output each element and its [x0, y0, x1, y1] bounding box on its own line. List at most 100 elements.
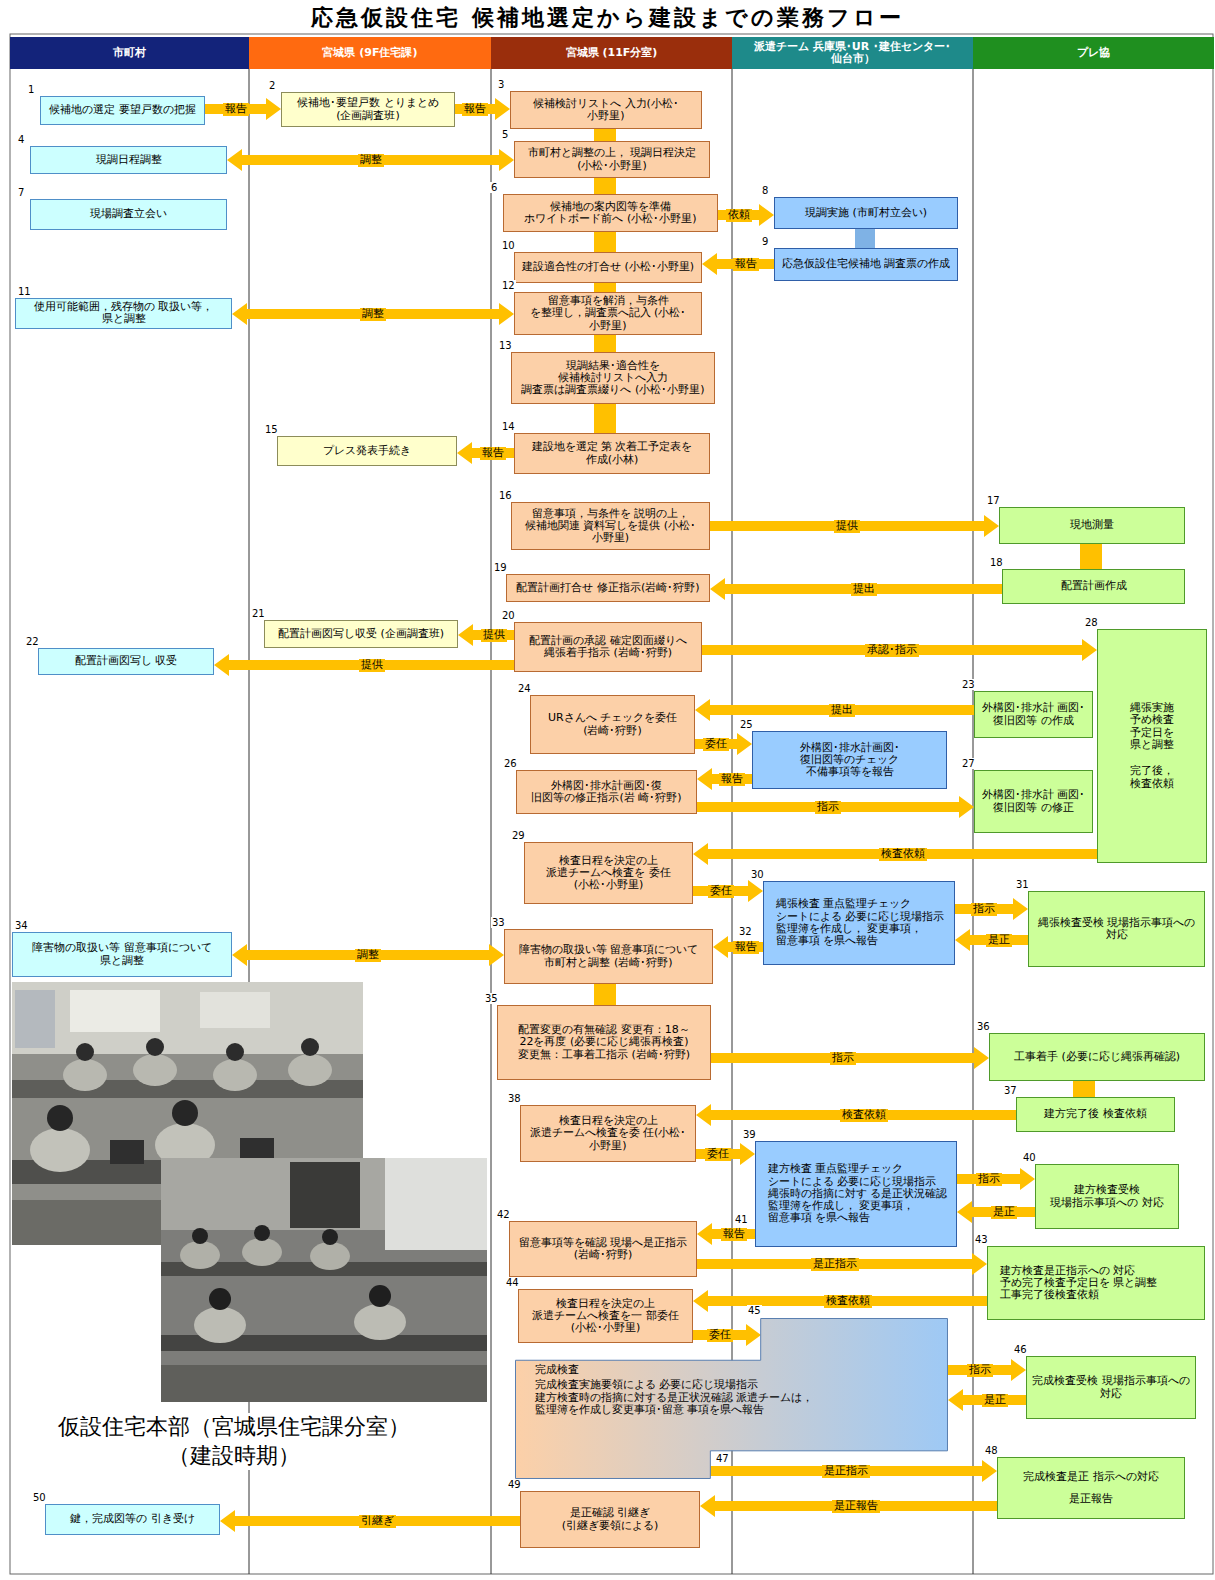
arrow-label: 提出 [851, 583, 877, 596]
flow-connector-bar [594, 232, 616, 252]
box-text: 障害物の取扱い等 留意事項について 市町村と調整 (岩崎･狩野) [510, 944, 707, 969]
text-holder: 完成検査完成検査実施要領による 必要に応じ現場指示 建方検査時の指摘に対する是正… [535, 1364, 878, 1416]
step-number: 12 [501, 280, 516, 291]
box-text: 縄張検査 重点監理チェック シートによる 必要に応じ現場指示 監理簿を作成し， … [776, 898, 949, 947]
arrow-label: 検査依頼 [879, 848, 927, 861]
box-text: 是正報告 [1069, 1493, 1113, 1505]
box-text: 完成検査実施要領による 必要に応じ現場指示 建方検査時の指摘に対する是正状況確認… [535, 1379, 878, 1416]
flow-arrow [458, 624, 514, 646]
photo-head [254, 1225, 270, 1241]
box-text: 現調日程調整 [96, 154, 162, 166]
flow-arrow [711, 1047, 989, 1069]
lane-divider [491, 37, 492, 1574]
page-frame [10, 34, 1213, 1574]
photo-person [213, 1059, 257, 1091]
photo-person [194, 1307, 246, 1343]
photo-head [301, 1038, 319, 1056]
photo-window [15, 990, 55, 1048]
process-box: 19配置計画打合せ 修正指示(岩崎･狩野) [506, 574, 710, 602]
flow-arrow [696, 1143, 755, 1165]
arrow-label: 是正指示 [822, 1465, 870, 1478]
box-text: 候補地･要望戸数 とりまとめ (企画調査班) [287, 97, 449, 122]
box-text: 建方検査是正指示への 対応 予め完了検査予定日を 県と調整 工事完了後検査依頼 [1000, 1265, 1199, 1302]
lane-title: 宮城県 (9F住宅課) [322, 47, 417, 59]
flow-arrow [948, 1389, 1026, 1411]
box-text: 使用可能範囲，残存物の 取扱い等，県と調整 [21, 301, 226, 326]
step-number: 28 [1084, 617, 1099, 628]
box-text: 現調実施 (市町村立会い) [805, 207, 927, 219]
photo-person [288, 1054, 332, 1086]
process-box: 12留意事項を解消，与条件 を整理し，調査票へ記入 (小松･小野里) [514, 292, 702, 335]
lane-header: 宮城県 (9F住宅課) [249, 37, 491, 69]
step-number: 47 [715, 1453, 730, 1464]
process-box: 44検査日程を決定の上 派遣チームへ検査を一 部委任 (小松･小野里) [518, 1289, 693, 1343]
arrow-label: 是正 [991, 1206, 1017, 1219]
photo-person [30, 1128, 90, 1172]
step-number: 17 [986, 495, 1001, 506]
flow-arrow [696, 1104, 1016, 1126]
lane-header: 市町村 [10, 37, 249, 69]
flow-arrow [948, 1359, 1026, 1381]
step-number: 24 [517, 683, 532, 694]
process-box: 40建方検査受検 現場指示事項への 対応 [1035, 1164, 1179, 1229]
step-number: 36 [976, 1021, 991, 1032]
flow-connector-bar [1080, 544, 1102, 569]
box-text: 配置計画作成 [1061, 580, 1127, 592]
diagram-title: 応急仮設住宅 候補地選定から建設までの業務フロー [0, 6, 1215, 30]
box-text: 現場調査立会い [90, 208, 167, 220]
photo-head [47, 1105, 73, 1131]
box-text: 建方完了後 検査依頼 [1044, 1108, 1147, 1120]
box-text: 縄張検査受検 現場指示事項への 対応 [1034, 917, 1199, 942]
flow-arrow [955, 929, 1028, 951]
arrow-label: 是正報告 [832, 1500, 880, 1513]
step-number: 3 [497, 79, 505, 90]
box-text: 鍵，完成図等の 引き受け [70, 1513, 195, 1525]
flow-arrow [697, 1223, 755, 1245]
box-text: 完成検査 [535, 1364, 579, 1376]
arrow-label: 報告 [733, 941, 759, 954]
box-text: 検査日程を決定の上 派遣チームへ検査を委 任(小松･小野里) [526, 1115, 690, 1152]
arrow-label: 検査依頼 [840, 1109, 888, 1122]
flow-arrow [710, 578, 1002, 600]
step-number: 33 [491, 917, 506, 928]
box-text: 外構図･排水計 画図･復旧図等 の修正 [980, 789, 1087, 814]
box-text: 建設地を選定 第 次着工予定表を 作成(小林) [520, 441, 704, 466]
arrow-label: 委任 [707, 1329, 733, 1342]
step-number: 2 [268, 80, 276, 91]
flow-connector-bar [594, 984, 616, 1005]
box-text: 配置計画打合せ 修正指示(岩崎･狩野) [516, 582, 699, 594]
process-box: 26外構図･排水計画図･復 旧図等の修正指示(岩 崎･狩野) [516, 770, 697, 814]
arrow-label: 指示 [967, 1364, 993, 1377]
step-number: 16 [498, 490, 513, 501]
process-box: 14建設地を選定 第 次着工予定表を 作成(小林) [514, 433, 710, 474]
step-number: 49 [507, 1479, 522, 1490]
flow-arrow [697, 796, 974, 818]
step-number: 5 [501, 129, 509, 140]
step-number: 30 [750, 869, 765, 880]
step-number: 44 [505, 1277, 520, 1288]
arrow-label: 是正 [986, 934, 1012, 947]
photo-head [209, 1288, 231, 1310]
process-box: 8現調実施 (市町村立会い) [774, 197, 958, 229]
step-number: 20 [501, 610, 516, 621]
arrow-label: 報告 [223, 103, 249, 116]
step-number: 42 [496, 1209, 511, 1220]
box-text: 完成検査受検 現場指示事項への 対応 [1032, 1375, 1190, 1400]
process-box: 39建方検査 重点監理チェック シートによる 必要に応じ現場指示 縄張時の指摘に… [755, 1141, 957, 1247]
photo-head [146, 1038, 164, 1056]
box-text: 候補地の案内図等を準備 ホワイトボード前へ (小松･小野里) [509, 201, 712, 226]
photo-head [322, 1229, 338, 1245]
photo-whiteboard [200, 992, 270, 1028]
photo-head [172, 1100, 198, 1126]
arrow-label: 指示 [830, 1052, 856, 1065]
process-box: 31縄張検査受検 現場指示事項への 対応 [1028, 891, 1205, 967]
process-box: 42留意事項等を確認 現場へ是正指示 (岩崎･狩野) [509, 1221, 697, 1277]
box-text: 留意事項，与条件を 説明の上，候補地関連 資料写しを提供 (小松･小野里) [517, 508, 704, 545]
arrow-label: 提供 [834, 520, 860, 533]
process-box: 9応急仮設住宅候補地 調査票の作成 [774, 248, 958, 281]
flow-arrow [227, 149, 514, 171]
arrow-label: 指示 [971, 903, 997, 916]
process-box: 38検査日程を決定の上 派遣チームへ検査を委 任(小松･小野里) [520, 1105, 696, 1162]
process-box: 29検査日程を決定の上 派遣チームへ検査を 委任 (小松･小野里) [524, 842, 693, 904]
arrow-label: 承認･指示 [865, 644, 919, 657]
